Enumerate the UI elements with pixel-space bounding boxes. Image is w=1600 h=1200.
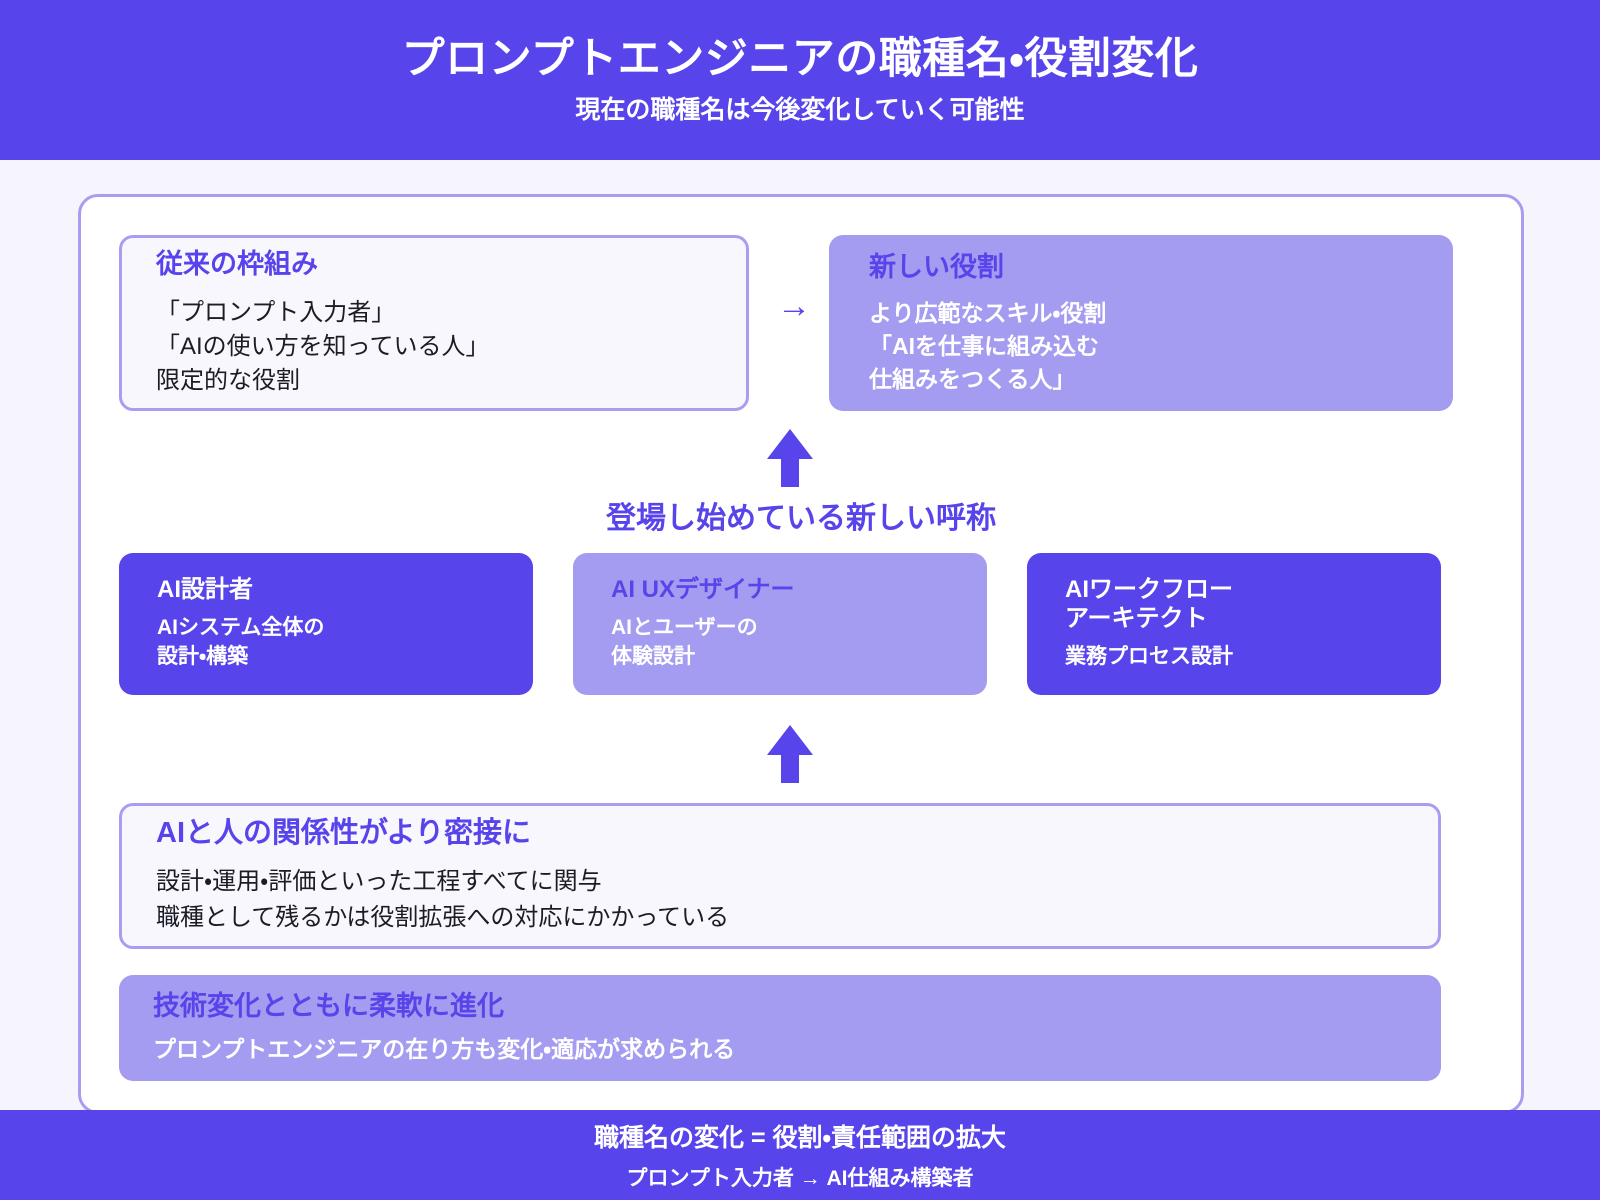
new-role-title: 新しい役割 <box>869 251 1004 282</box>
evolution-title: 技術変化とともに柔軟に進化 <box>153 991 504 1022</box>
legacy-framing-title: 従来の枠組み <box>156 248 318 279</box>
relationship-title: AIと人の関係性がより密接に <box>156 816 531 849</box>
emerging-titles-caption: 登場し始めている新しい呼称 <box>606 502 996 535</box>
page-title: プロンプトエンジニアの職種名・役割変化 <box>401 34 1199 83</box>
arrow-up-icon-upper <box>763 429 817 492</box>
role-card-ai-architect: AI設計者 AIシステム全体の 設計・構築 <box>119 553 533 695</box>
role-description: AIとユーザーの 体験設計 <box>611 616 758 669</box>
relationship-body: 設計・運用・評価といった工程すべてに関与 職種として残るかは役割拡張への対応にか… <box>156 868 730 932</box>
new-role-card: 新しい役割 より広範なスキル・役割 「AIを仕事に組み込む 仕組みをつくる人」 <box>829 235 1453 411</box>
evolution-body: プロンプトエンジニアの在り方も変化・適応が求められる <box>153 1035 736 1062</box>
role-title: AI UXデザイナー <box>611 575 795 603</box>
new-role-body: より広範なスキル・役割 「AIを仕事に組み込む 仕組みをつくる人」 <box>869 300 1107 392</box>
diagram-container: 従来の枠組み 「プロンプト入力者」 「AIの使い方を知っている人」 限定的な役割… <box>78 194 1524 1114</box>
role-card-ai-ux-designer: AI UXデザイナー AIとユーザーの 体験設計 <box>573 553 987 695</box>
legacy-framing-body: 「プロンプト入力者」 「AIの使い方を知っている人」 限定的な役割 <box>156 299 490 395</box>
page-header: プロンプトエンジニアの職種名・役割変化 現在の職種名は今後変化していく可能性 <box>0 0 1600 160</box>
relationship-card: AIと人の関係性がより密接に 設計・運用・評価といった工程すべてに関与 職種とし… <box>119 803 1441 949</box>
role-title: AIワークフロー アーキテクト <box>1065 575 1233 632</box>
arrow-up-icon-lower <box>763 725 817 788</box>
footer-sub-text: プロンプト入力者 → AI仕組み構築者 <box>626 1167 974 1190</box>
evolution-card: 技術変化とともに柔軟に進化 プロンプトエンジニアの在り方も変化・適応が求められる <box>119 975 1441 1081</box>
role-card-ai-workflow-architect: AIワークフロー アーキテクト 業務プロセス設計 <box>1027 553 1441 695</box>
arrow-right-icon: → <box>777 287 811 325</box>
role-description: AIシステム全体の 設計・構築 <box>157 616 325 669</box>
page-footer: 職種名の変化 = 役割・責任範囲の拡大 プロンプト入力者 → AI仕組み構築者 <box>0 1110 1600 1200</box>
role-title: AI設計者 <box>157 575 253 603</box>
legacy-framing-card: 従来の枠組み 「プロンプト入力者」 「AIの使い方を知っている人」 限定的な役割 <box>119 235 749 411</box>
page-subtitle: 現在の職種名は今後変化していく可能性 <box>575 95 1025 124</box>
role-description: 業務プロセス設計 <box>1065 645 1233 669</box>
footer-main-text: 職種名の変化 = 役割・責任範囲の拡大 <box>594 1124 1006 1152</box>
